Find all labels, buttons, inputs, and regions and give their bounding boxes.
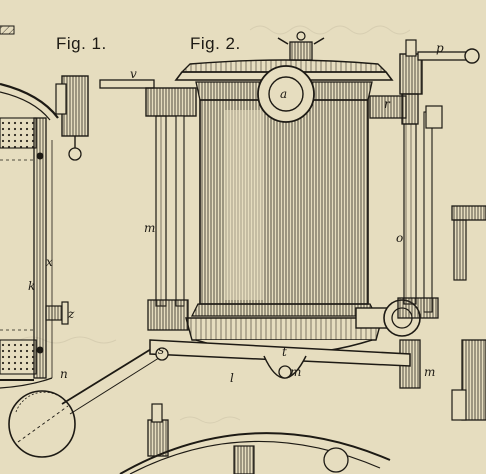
label-v: v [130,67,137,81]
label-z: z [68,307,75,321]
right-edge-machine [451,205,486,421]
label-s: s [158,343,165,357]
fig1-title: Fig. 1. [56,34,107,53]
label-p: p [436,41,444,55]
fig2-title: Fig. 2. [190,34,241,53]
label-l: l [230,371,234,385]
label-r: r [384,97,390,111]
label-a: a [280,87,288,101]
lower-wheel [119,403,391,474]
label-k: k [28,279,36,293]
label-x: x [46,255,53,269]
label-t: t [282,345,287,359]
label-n: n [60,367,68,381]
label-m-arm: m [290,365,302,379]
fig2-apparatus [99,31,480,389]
label-m-right: m [424,365,436,379]
fig1-vessel [0,25,163,458]
label-o: o [396,231,404,245]
label-m-left: m [144,221,156,235]
